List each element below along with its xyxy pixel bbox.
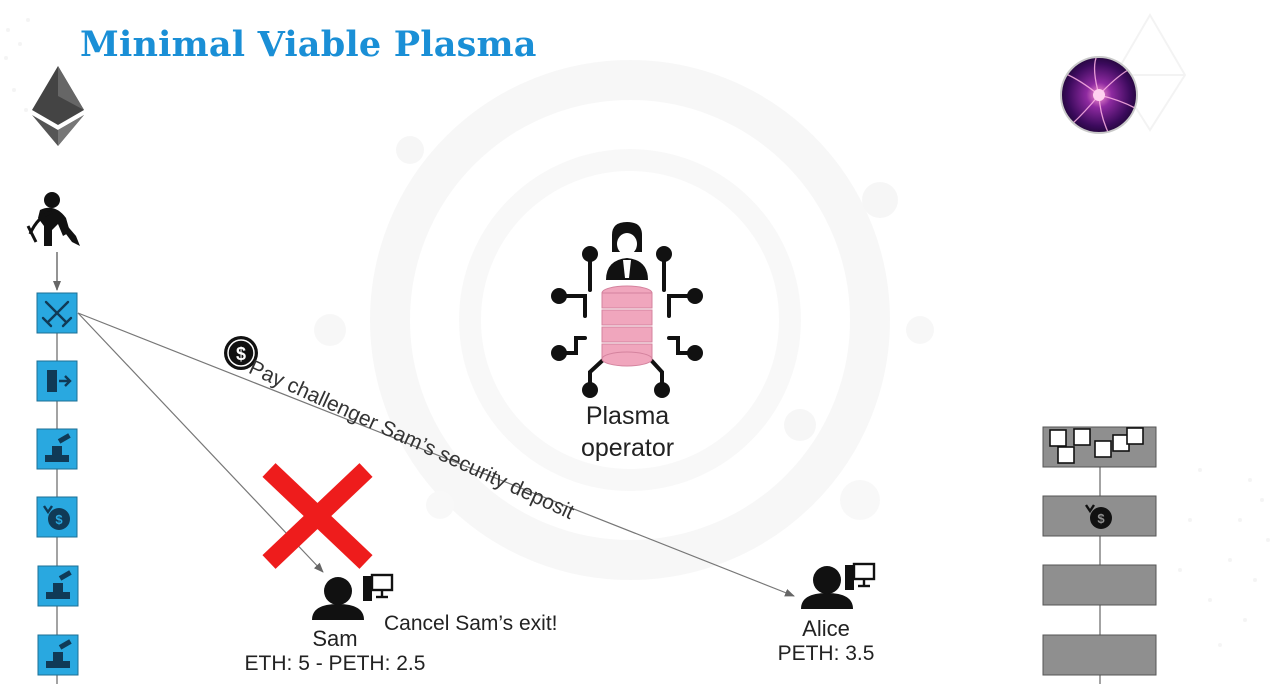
chain-block-challenge[interactable] xyxy=(36,292,78,334)
operator-label-line1: Plasma xyxy=(585,402,670,430)
crossed-swords-icon xyxy=(41,300,73,328)
arrow-to-sam xyxy=(77,312,324,573)
documents-icon xyxy=(1049,427,1144,464)
sam-user-icon xyxy=(312,573,394,620)
signing-press-icon xyxy=(46,639,72,668)
svg-text:$: $ xyxy=(236,344,246,364)
right-chain: $ xyxy=(1042,426,1157,676)
signing-press-icon xyxy=(45,433,71,462)
sam-name: Sam xyxy=(312,626,358,651)
plasma-operator-icon xyxy=(551,222,703,398)
cancel-exit-label: Cancel Sam’s exit! xyxy=(384,612,558,635)
plasma-ball-icon xyxy=(1060,56,1138,134)
alice-user-icon xyxy=(801,562,876,609)
red-x-icon xyxy=(262,463,373,569)
slide-title: Minimal Viable Plasma xyxy=(80,24,537,65)
chain-block-signing[interactable] xyxy=(36,428,78,470)
alice-name: Alice xyxy=(802,616,850,641)
plasma-block-empty[interactable] xyxy=(1042,564,1157,606)
background-decoration xyxy=(4,13,1270,647)
chain-block-deposit[interactable]: $ xyxy=(36,496,78,538)
chain-block-signing-3[interactable] xyxy=(37,634,79,676)
miner-icon xyxy=(26,192,80,246)
sam-balance: ETH: 5 - PETH: 2.5 xyxy=(244,652,426,675)
plasma-block-deposit[interactable]: $ xyxy=(1042,495,1157,537)
svg-text:$: $ xyxy=(1097,511,1105,526)
alice-balance: PETH: 3.5 xyxy=(777,642,875,665)
plasma-operator-label: Plasma operator xyxy=(555,400,700,464)
exit-door-icon xyxy=(47,370,72,392)
operator-label-line2: operator xyxy=(580,434,675,462)
left-chain: $ xyxy=(36,292,79,676)
coin-deposit-icon: $ xyxy=(43,505,70,530)
chain-block-signing-2[interactable] xyxy=(37,565,79,607)
ethereum-logo-icon xyxy=(32,66,84,146)
arrow-to-alice xyxy=(77,312,795,597)
chain-block-exit[interactable] xyxy=(36,360,78,402)
svg-text:$: $ xyxy=(55,512,63,527)
plasma-block-transactions[interactable] xyxy=(1042,426,1157,468)
signing-press-icon xyxy=(46,570,72,599)
plasma-block-empty-2[interactable] xyxy=(1042,634,1157,676)
dollar-coin-icon: $ xyxy=(224,336,258,370)
coin-deposit-icon: $ xyxy=(1085,504,1112,529)
